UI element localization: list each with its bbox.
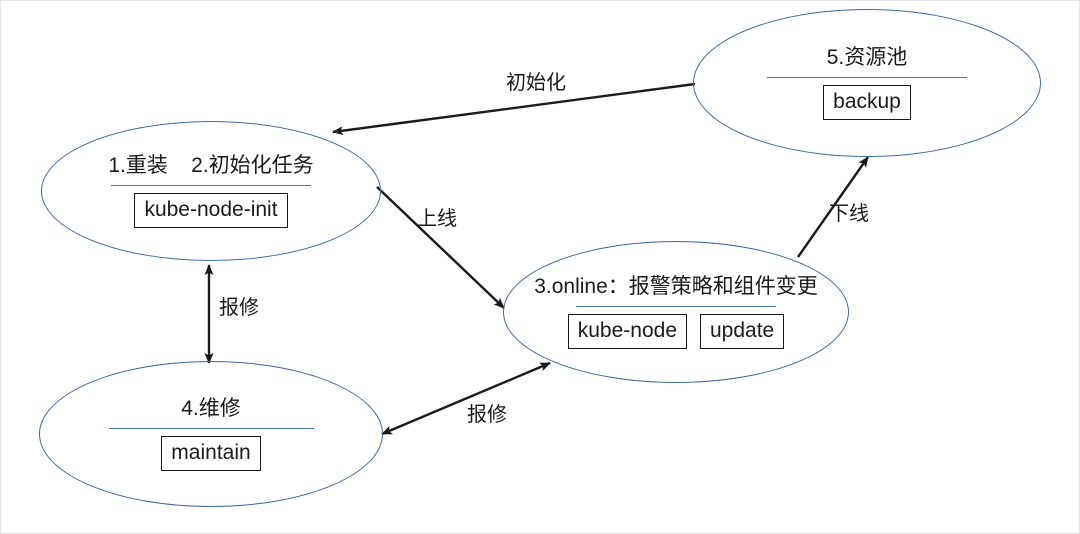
edge-label-repair-bottom: 报修 [467, 404, 507, 426]
node-resource-pool-rule [767, 77, 967, 79]
edge-repair-bottom-line [381, 361, 551, 436]
edge-init-line [332, 82, 696, 136]
chip-kube-node[interactable]: kube-node [567, 314, 687, 350]
node-online[interactable]: 3.online：报警策略和组件变更 kube-node update [503, 241, 849, 383]
node-repair[interactable]: 4.维修 maintain [39, 361, 383, 507]
node-reinstall-init-rule [111, 185, 311, 187]
node-repair-title: 4.维修 [181, 396, 241, 420]
node-resource-pool[interactable]: 5.资源池 backup [693, 9, 1041, 157]
chip-kube-node-init[interactable]: kube-node-init [134, 193, 288, 229]
node-online-chips: kube-node update [567, 314, 785, 350]
node-online-rule [576, 306, 776, 308]
node-reinstall-init-title: 1.重装 2.初始化任务 [108, 153, 314, 177]
edge-offline-line [797, 156, 869, 258]
edge-label-repair-top: 报修 [219, 297, 259, 319]
edge-label-offline: 下线 [829, 203, 869, 225]
node-resource-pool-chips: backup [823, 85, 911, 121]
chip-backup[interactable]: backup [823, 85, 911, 121]
node-online-title: 3.online：报警策略和组件变更 [534, 274, 818, 298]
edge-label-online: 上线 [417, 208, 457, 230]
chip-maintain[interactable]: maintain [161, 436, 261, 472]
edge-online-line [376, 186, 505, 309]
node-reinstall-init[interactable]: 1.重装 2.初始化任务 kube-node-init [41, 121, 381, 261]
node-resource-pool-title: 5.资源池 [826, 45, 908, 69]
chip-update[interactable]: update [700, 314, 785, 350]
node-reinstall-init-chips: kube-node-init [134, 193, 288, 229]
edge-label-init: 初始化 [506, 72, 566, 94]
node-repair-rule [108, 428, 314, 430]
node-repair-chips: maintain [161, 436, 261, 472]
